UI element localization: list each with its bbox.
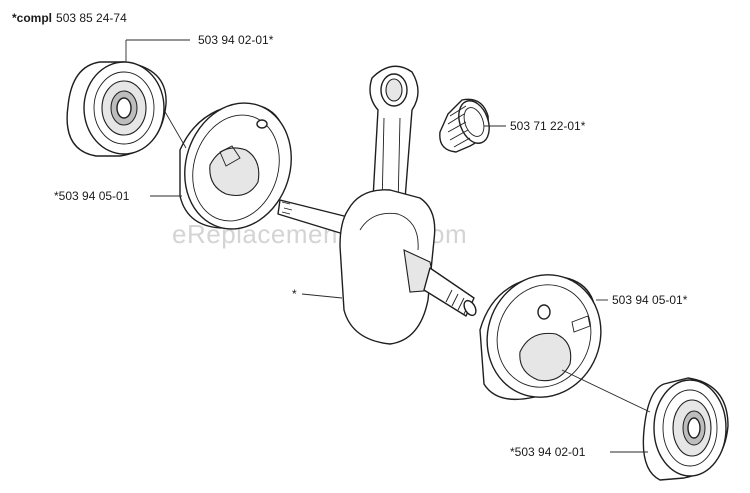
callout-crankcase-right: 503 94 05-01* xyxy=(612,293,688,307)
callout-bearing-bottom: *503 94 02-01 xyxy=(510,445,586,459)
bearing-top-part xyxy=(66,61,167,157)
bearing-bottom-part xyxy=(642,377,729,481)
callout-crankcase-left: *503 94 05-01 xyxy=(54,189,130,203)
leader-lines xyxy=(125,39,651,453)
callout-crankshaft: * xyxy=(292,287,297,301)
crankshaft-part xyxy=(277,65,477,345)
header-prefix: *compl xyxy=(12,11,52,25)
callout-bearing-top: 503 94 02-01* xyxy=(198,33,274,47)
crankcase-left-part xyxy=(179,102,292,230)
header-label: *compl 503 85 24-74 xyxy=(12,11,127,25)
header-number: 503 85 24-74 xyxy=(56,11,127,25)
needle-bearing-part xyxy=(439,98,490,153)
crankcase-right-part xyxy=(479,274,602,401)
callout-needle-bearing: 503 71 22-01* xyxy=(510,119,586,133)
